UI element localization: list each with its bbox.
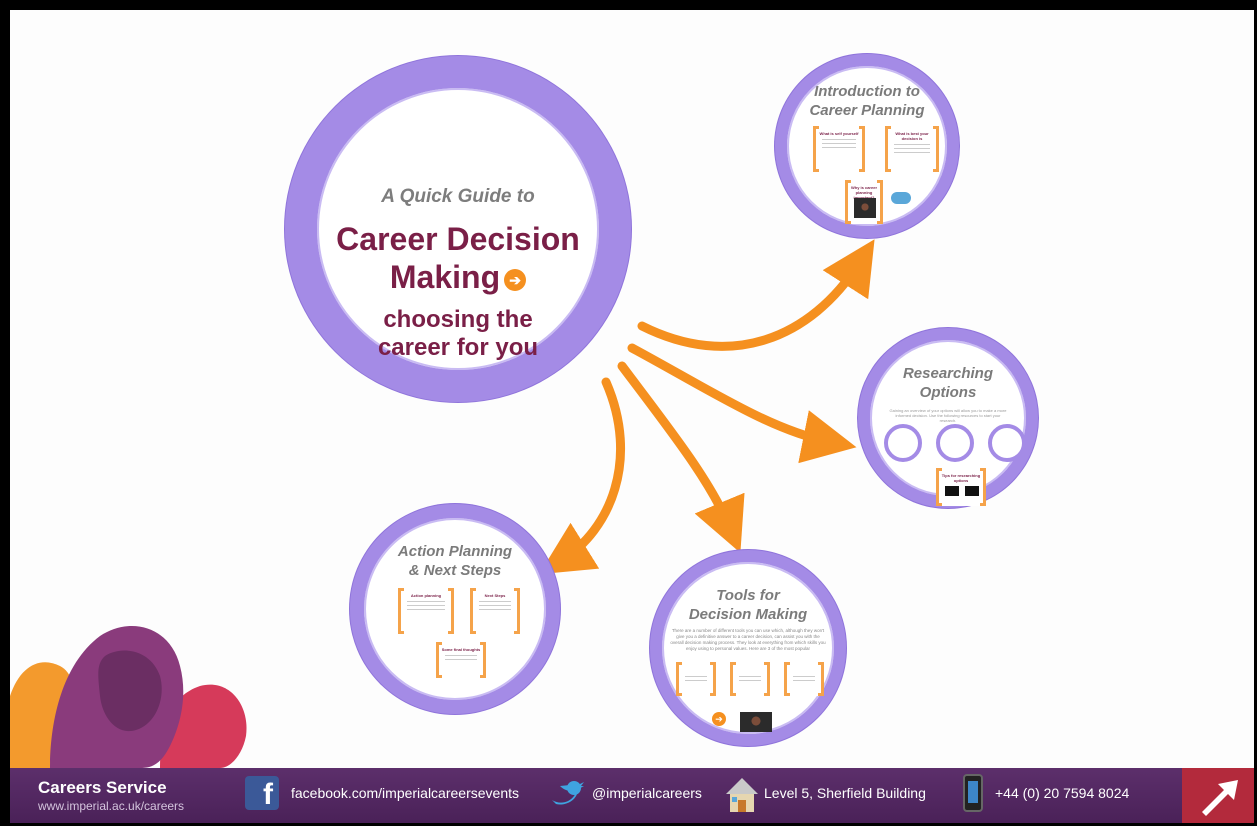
- guide-lead-text: A Quick Guide to: [381, 186, 535, 207]
- action-planning-card[interactable]: Action planning: [398, 588, 454, 634]
- arrow-up-right-icon: [1202, 780, 1238, 816]
- text-line: [445, 655, 477, 656]
- text-line: [685, 680, 707, 681]
- intro-card-2-title: What is best your decision is: [895, 131, 929, 141]
- intro-card-3[interactable]: Why is career planning important?: [845, 180, 883, 224]
- text-line: [793, 676, 815, 677]
- research-resource-3[interactable]: [988, 424, 1026, 462]
- arrow-to-intro: [637, 239, 875, 351]
- twitter-handle[interactable]: @imperialcareers: [592, 785, 702, 801]
- intro-career-planning-circle[interactable]: Introduction to Career Planning What is …: [775, 54, 959, 238]
- arrow-right-icon[interactable]: ➔: [712, 712, 726, 726]
- video-thumbnail[interactable]: [945, 486, 959, 496]
- action-title-line1: Action Planning: [397, 543, 513, 560]
- text-line: [407, 609, 445, 610]
- arrow-connectors: [539, 239, 875, 575]
- text-line: [479, 609, 511, 610]
- intro-card-1-title: What is self yourself: [819, 131, 859, 136]
- main-title: Career Decision Making➔: [317, 220, 599, 296]
- facebook-icon: f: [245, 776, 279, 811]
- text-line: [739, 676, 761, 677]
- house-icon: [726, 778, 758, 812]
- intro-card-2[interactable]: What is best your decision is: [885, 126, 939, 172]
- text-line: [894, 148, 930, 149]
- video-thumbnail[interactable]: [854, 198, 876, 218]
- tool-card-1[interactable]: [676, 662, 716, 696]
- tools-title-line2: Decision Making: [688, 606, 808, 623]
- research-title: Researching Options: [870, 364, 1026, 402]
- text-line: [739, 680, 761, 681]
- intro-title: Introduction to Career Planning: [787, 82, 947, 120]
- facebook-link[interactable]: facebook.com/imperialcareersevents: [291, 785, 519, 801]
- text-line: [479, 605, 511, 606]
- intro-card-3-title: Why is career planning important?: [850, 185, 877, 200]
- tool-card-3[interactable]: [784, 662, 824, 696]
- action-planning-circle[interactable]: Action Planning & Next Steps Action plan…: [350, 504, 560, 714]
- final-thoughts-card[interactable]: Some final thoughts: [436, 642, 486, 678]
- main-title-line2: Making➔: [317, 258, 599, 296]
- video-thumbnail[interactable]: [965, 486, 979, 496]
- text-line: [822, 139, 856, 140]
- footer-bar: Careers Service www.imperial.ac.uk/caree…: [10, 768, 1254, 823]
- research-title-line2: Options: [919, 384, 977, 401]
- action-title-line2: & Next Steps: [408, 562, 502, 579]
- arrow-right-icon: ➔: [504, 268, 527, 291]
- phone-number[interactable]: +44 (0) 20 7594 8024: [995, 785, 1130, 801]
- people-silhouette-graphic: [10, 626, 247, 768]
- text-line: [894, 144, 930, 145]
- tools-title-line1: Tools for: [716, 587, 780, 604]
- intro-title-line1: Introduction to: [814, 83, 920, 100]
- text-line: [407, 601, 445, 602]
- arrow-to-action: [539, 377, 625, 575]
- speech-bubble-icon: [891, 192, 911, 204]
- researching-options-circle[interactable]: Researching Options Gaining an overview …: [858, 328, 1038, 508]
- main-topic-circle[interactable]: A Quick Guide to Career Decision Making➔…: [285, 56, 631, 402]
- research-title-line1: Researching: [902, 365, 994, 382]
- research-tips-title: Tips for researching options: [941, 473, 981, 483]
- tools-decision-making-circle[interactable]: Tools for Decision Making There are a nu…: [650, 550, 846, 746]
- text-line: [894, 152, 930, 153]
- main-subtitle: choosing the career for you: [317, 306, 599, 362]
- phone-icon: [963, 774, 983, 812]
- text-line: [822, 143, 856, 144]
- text-line: [479, 601, 511, 602]
- action-card-3-title: Some final thoughts: [441, 647, 481, 652]
- video-thumbnail[interactable]: [740, 712, 772, 732]
- research-resource-1[interactable]: [884, 424, 922, 462]
- text-line: [822, 147, 856, 148]
- intro-title-line2: Career Planning: [809, 102, 925, 119]
- office-location: Level 5, Sherfield Building: [764, 785, 926, 801]
- research-tips-card[interactable]: Tips for researching options: [936, 468, 986, 506]
- text-line: [445, 659, 477, 660]
- arrow-to-research: [627, 343, 857, 464]
- next-step-button[interactable]: [1182, 768, 1254, 823]
- next-steps-card[interactable]: Next Steps: [470, 588, 520, 634]
- main-subtitle-line2: career for you: [377, 334, 539, 361]
- text-line: [407, 605, 445, 606]
- tools-description: There are a number of different tools yo…: [670, 628, 826, 651]
- main-subtitle-line1: choosing the: [383, 306, 533, 333]
- main-title-line2-text: Making: [389, 259, 501, 295]
- action-card-1-title: Action planning: [410, 593, 442, 598]
- text-line: [685, 676, 707, 677]
- research-description: Gaining an overview of your options will…: [889, 408, 1007, 423]
- research-resource-2[interactable]: [936, 424, 974, 462]
- arrow-to-tools: [617, 361, 745, 553]
- prezi-canvas[interactable]: A Quick Guide to Career Decision Making➔…: [10, 10, 1254, 823]
- action-title: Action Planning & Next Steps: [364, 542, 546, 580]
- text-line: [793, 680, 815, 681]
- careers-url[interactable]: www.imperial.ac.uk/careers: [38, 799, 185, 813]
- tools-title: Tools for Decision Making: [662, 586, 834, 624]
- action-card-2-title: Next Steps: [484, 593, 506, 598]
- twitter-bird-icon: [552, 781, 584, 805]
- main-title-line1: Career Decision: [336, 221, 580, 257]
- careers-service-brand: Careers Service: [38, 778, 167, 797]
- intro-card-1[interactable]: What is self yourself: [813, 126, 865, 172]
- tool-card-2[interactable]: [730, 662, 770, 696]
